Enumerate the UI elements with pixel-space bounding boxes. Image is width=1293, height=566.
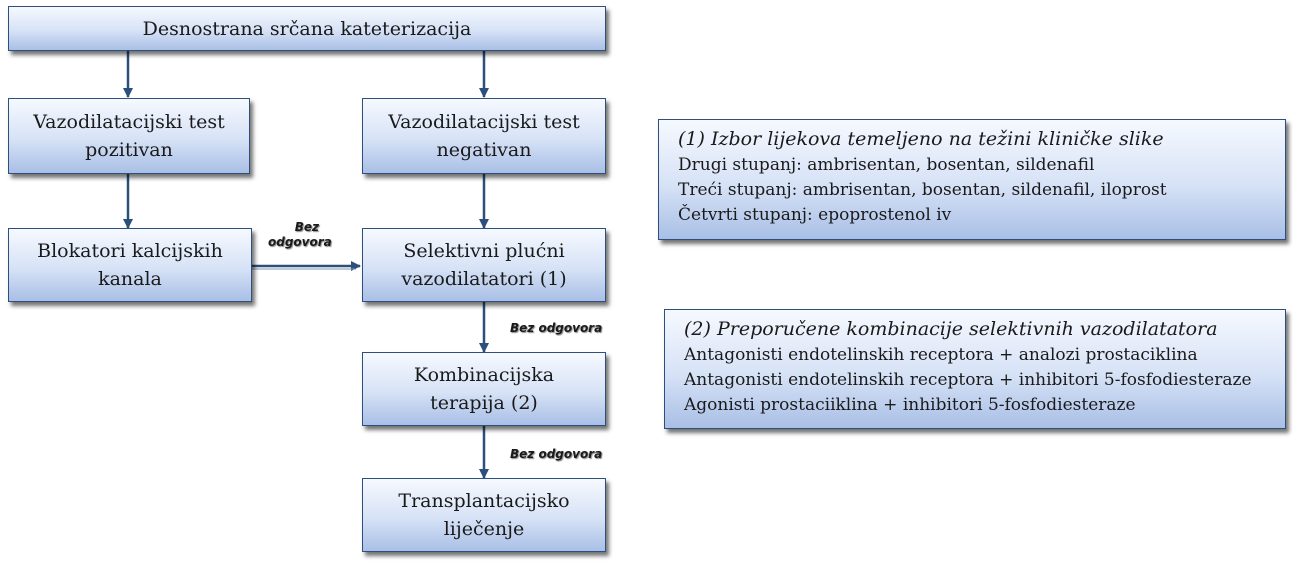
node-vasodilator-test-positive: Vazodilatacijski test pozitivan	[8, 98, 250, 174]
info-box-drug-selection: (1) Izbor lijekova temeljeno na težini k…	[658, 119, 1286, 240]
node-combination-therapy: Kombinacijska terapija (2)	[362, 352, 606, 426]
node-calcium-channel-blockers: Blokatori kalcijskih kanala	[8, 228, 252, 302]
edge-label-no-response-2: Bez odgovora	[510, 447, 603, 461]
info-box-recommended-combinations: (2) Preporučene kombinacije selektivnih …	[664, 309, 1286, 429]
edge-label-no-response-horizontal: Bez odgovora	[268, 220, 332, 249]
edge-label-no-response-1: Bez odgovora	[510, 321, 603, 335]
node-transplantation: Transplantacijsko liječenje	[362, 478, 606, 552]
node-vasodilator-test-negative: Vazodilatacijski test negativan	[362, 98, 606, 174]
node-right-heart-catheterization: Desnostrana srčana kateterizacija	[8, 6, 606, 51]
node-selective-pulmonary-vasodilators: Selektivni plućni vazodilatatori (1)	[362, 228, 606, 302]
